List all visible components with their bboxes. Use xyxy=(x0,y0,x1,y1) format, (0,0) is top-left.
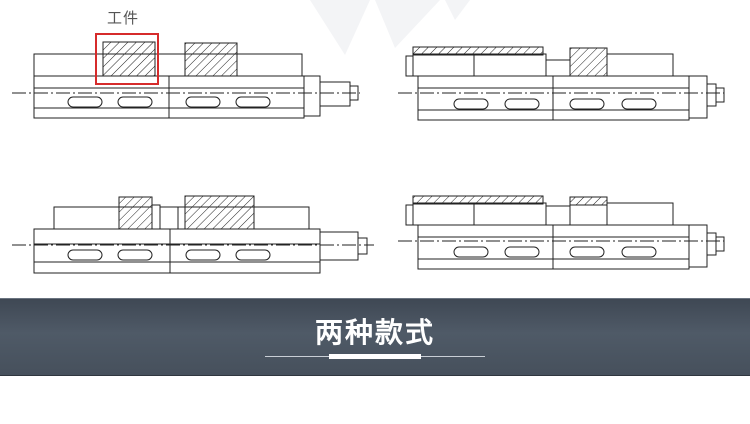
workpiece-label: 工件 xyxy=(107,9,140,27)
vise-bottom-right xyxy=(398,195,725,270)
title-banner: 两种款式 xyxy=(0,298,750,376)
workpiece-highlight-box xyxy=(95,33,159,85)
vise-top-left xyxy=(12,33,360,119)
vise-bottom-left xyxy=(12,195,374,274)
banner-accent-bar xyxy=(329,354,421,359)
vise-top-right xyxy=(398,46,725,121)
banner-title: 两种款式 xyxy=(314,316,435,349)
background-watermark xyxy=(310,0,470,55)
